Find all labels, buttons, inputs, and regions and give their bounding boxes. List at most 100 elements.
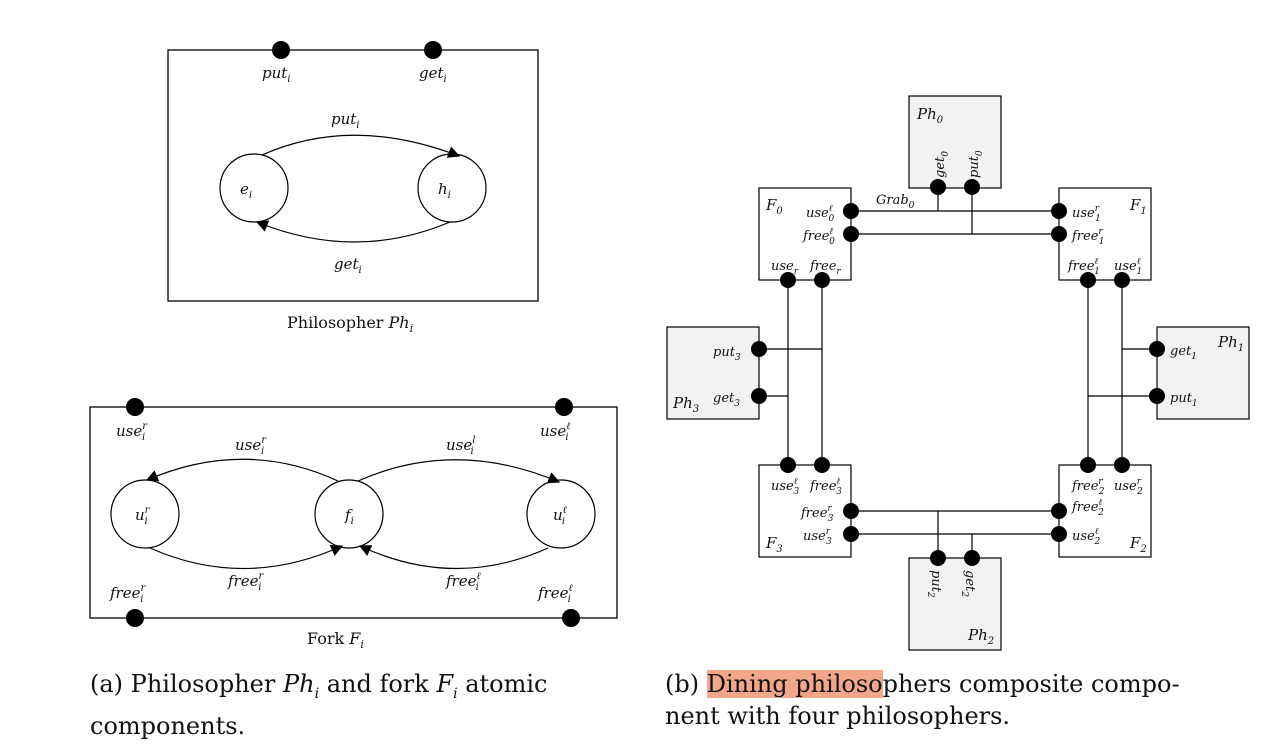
ph2-put-port	[930, 550, 946, 566]
f3-free-r-port	[843, 503, 859, 519]
caption-b-rest: phers composite compo-	[882, 670, 1180, 698]
fork-free-l-port	[562, 609, 580, 627]
state-eating	[219, 153, 289, 223]
ph3-get-port	[751, 388, 767, 404]
f3-use-l-port	[780, 457, 796, 473]
composite-ports	[751, 179, 1165, 566]
state-free-label: fi	[344, 506, 354, 527]
fork-use-r-port	[126, 398, 144, 416]
ph3-get-label: get3	[713, 391, 740, 409]
f1-free-l-port	[1080, 272, 1096, 288]
philosopher-component: puti geti ei hi puti geti Philosopher Ph…	[167, 41, 539, 335]
f1-use-l-port	[1114, 272, 1130, 288]
ph2-get-port	[964, 550, 980, 566]
ph1-name: Ph1	[1217, 333, 1244, 354]
ph3-name: Ph3	[672, 394, 699, 415]
ph0-box	[908, 95, 1002, 189]
f0-use-r-port	[780, 272, 796, 288]
caption-a-mid: and fork	[319, 670, 437, 698]
philosopher-box	[167, 49, 539, 302]
fork-free-r-port	[126, 609, 144, 627]
f3-use-r-port	[843, 526, 859, 542]
ph3-box	[666, 326, 760, 420]
f2-box	[1058, 464, 1152, 558]
f0-use-port	[843, 203, 859, 219]
state-used-left	[526, 479, 596, 549]
f0-name: F0	[765, 196, 783, 217]
ph2-box	[908, 557, 1002, 651]
state-used-right	[110, 479, 180, 549]
state-hungry-label: hi	[438, 180, 451, 201]
caption-a-label: (a) Philosopher	[90, 670, 283, 698]
f2-name: F2	[1129, 534, 1147, 555]
f0-free-port	[843, 226, 859, 242]
state-free	[314, 479, 384, 549]
fork-caption: Fork Fi	[307, 629, 364, 651]
f3-name: F3	[765, 534, 783, 555]
ph3-put-port	[751, 341, 767, 357]
caption-a-tail: atomic	[457, 670, 548, 698]
ph2-name: Ph2	[967, 626, 994, 647]
caption-a: (a) Philosopher Phi and fork Fi atomic c…	[90, 668, 630, 742]
get-transition-label: geti	[334, 255, 362, 276]
f1-name: F1	[1129, 196, 1147, 217]
philosopher-caption: Philosopher Phi	[287, 313, 413, 335]
caption-b: (b) Dining philosophers composite compo-…	[665, 668, 1260, 732]
ph0-name: Ph0	[916, 105, 944, 126]
f1-box	[1058, 187, 1152, 281]
f0-use-r-label: user	[771, 259, 799, 277]
f0-box	[758, 187, 852, 281]
caption-a-line2: components.	[90, 711, 246, 740]
ph2-get-label: get2	[959, 570, 977, 597]
connectors	[759, 187, 1157, 558]
free-r-transition	[149, 544, 344, 570]
ph1-get-port	[1149, 341, 1165, 357]
fork-box	[89, 406, 618, 619]
caption-b-highlight: Dining philoso	[706, 670, 883, 698]
caption-a-f: F	[436, 670, 454, 698]
caption-a-f-sub: i	[453, 685, 458, 702]
ph1-box	[1156, 326, 1250, 420]
use-l-transition	[357, 459, 561, 484]
f1-use-port	[1051, 203, 1067, 219]
free-l-transition	[358, 545, 549, 570]
philosopher-put-port	[272, 41, 290, 59]
ph0-get-port	[930, 179, 946, 195]
philosopher-get-port	[424, 41, 442, 59]
f1-free-port	[1051, 226, 1067, 242]
f3-box	[758, 464, 852, 558]
ph1-put-label: put1	[1170, 391, 1198, 409]
ph1-get-label: get1	[1170, 344, 1197, 362]
grab0-label: Grab0	[876, 193, 915, 211]
f0-free-r-port	[814, 272, 830, 288]
f2-use-l-port	[1051, 526, 1067, 542]
f0-free-r-label: freer	[809, 259, 841, 277]
ph0-put-label: put0	[967, 150, 985, 178]
f2-use-r-port	[1114, 457, 1130, 473]
f2-free-l-port	[1051, 503, 1067, 519]
fork-use-l-port	[555, 398, 573, 416]
caption-a-ph: Ph	[282, 670, 315, 698]
philosopher-put-port-label: puti	[262, 64, 291, 85]
